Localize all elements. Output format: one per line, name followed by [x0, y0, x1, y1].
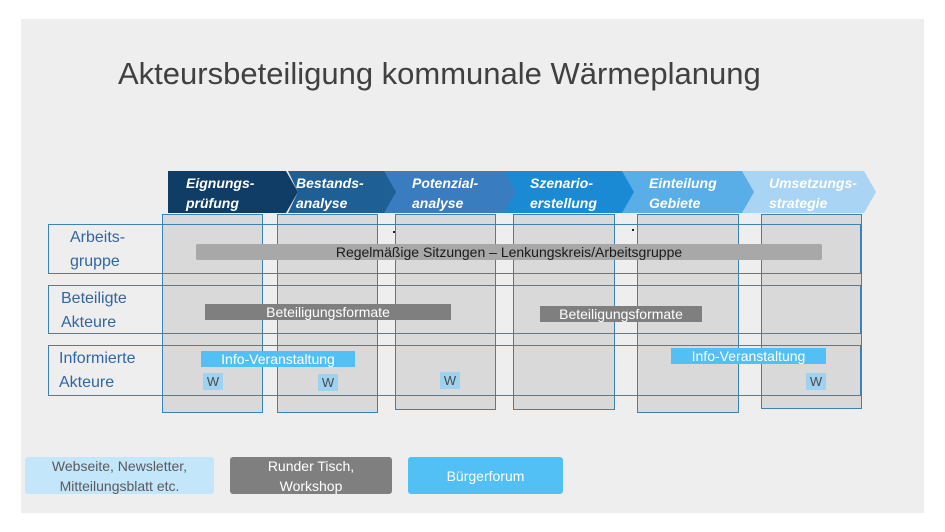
web-tag: W	[318, 374, 338, 391]
chevron-shape	[622, 171, 757, 213]
phase-label: Szenario- erstellung	[530, 175, 597, 211]
row-frame-beteiligte-akteure	[48, 285, 861, 334]
row-frame-informierte-akteure	[48, 345, 861, 396]
phase-label: Eignungs- prüfung	[186, 175, 255, 211]
chevron-shape	[742, 171, 876, 213]
phase-label: Umsetzungs- strategie	[769, 175, 857, 211]
dot-mark	[393, 231, 395, 233]
info-veranstaltung-bar-1: Info-Veranstaltung	[201, 351, 355, 367]
web-tag: W	[440, 372, 460, 389]
phase-label: Bestands- analyse	[296, 175, 364, 211]
info-veranstaltung-bar-2: Info-Veranstaltung	[671, 348, 826, 364]
chevron-shape	[168, 171, 298, 213]
chevron-shape	[288, 171, 400, 213]
slide-title: Akteursbeteiligung kommunale Wärmeplanun…	[118, 56, 761, 91]
chevron-shape	[384, 171, 519, 213]
legend-buergerforum: Bürgerforum	[408, 457, 563, 494]
legend-runder-tisch-workshop: Runder Tisch, Workshop	[230, 457, 392, 494]
phase-label: Einteilung Gebiete	[649, 175, 717, 211]
chevron-shape	[504, 171, 637, 213]
web-tag: W	[203, 373, 223, 390]
row-frame-arbeitsgruppe	[48, 224, 861, 274]
sitzungen-bar: Regelmäßige Sitzungen – Lenkungskreis/Ar…	[196, 244, 822, 260]
row-label-beteiligte-akteure: Beteiligte Akteure	[61, 290, 127, 331]
phase-label: Potenzial- analyse	[412, 175, 479, 211]
row-label-arbeitsgruppe: Arbeits- gruppe	[70, 229, 126, 270]
beteiligungsformate-bar-2: Beteiligungsformate	[540, 306, 702, 322]
web-tag: W	[806, 373, 826, 390]
row-label-informierte-akteure: Informierte Akteure	[59, 350, 136, 391]
beteiligungsformate-bar-1: Beteiligungsformate	[205, 304, 451, 320]
dot-mark	[632, 229, 634, 231]
legend-webseite-newsletter: Webseite, Newsletter, Mitteilungsblatt e…	[25, 457, 214, 494]
